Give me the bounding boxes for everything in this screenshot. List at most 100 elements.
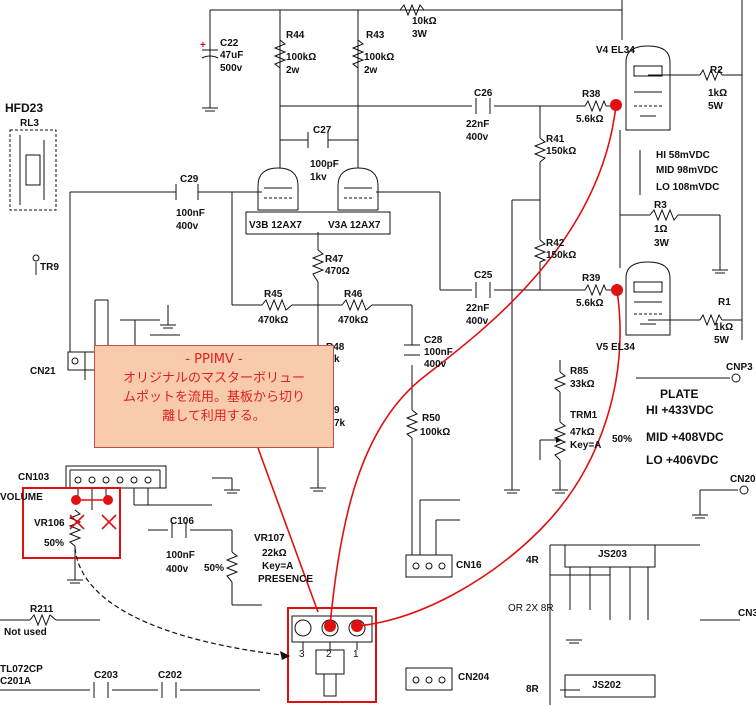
- r47-name: R47: [325, 254, 344, 265]
- svg-text:+: +: [200, 40, 206, 51]
- bias-lo: LO 108mVDC: [656, 182, 719, 193]
- callout-line-2: ムポットを流用。基板から切り: [122, 390, 305, 405]
- tube-v3a-symbol: [337, 167, 379, 211]
- r211-value: Not used: [4, 627, 47, 638]
- trm1-percent: 50%: [612, 434, 632, 445]
- c106-name: C106: [170, 516, 194, 527]
- r38-value: 5.6kΩ: [576, 114, 603, 125]
- c22-value: 47uF: [220, 50, 243, 61]
- trm1-key: Key=A: [570, 440, 601, 451]
- vr107-key: Key=A: [262, 561, 293, 572]
- r1-watt: 5W: [714, 335, 730, 346]
- r44-watt: 2w: [286, 65, 300, 76]
- r49-value: 7k: [334, 418, 346, 429]
- c26-name: C26: [474, 88, 493, 99]
- c28-voltage: 400v: [424, 359, 447, 370]
- r39-name: R39: [582, 273, 601, 284]
- ppimv-callout: - PPIMV - オリジナルのマスターボリュー ムポットを流用。基板から切り …: [94, 345, 334, 448]
- c25-value: 22nF: [466, 303, 489, 314]
- v5-label: V5 EL34: [596, 342, 635, 353]
- cn3-label: CN3: [738, 608, 756, 619]
- plate-mid: MID +408VDC: [646, 430, 724, 444]
- bias-hi: HI 58mVDC: [656, 150, 710, 161]
- plate-hi: HI +433VDC: [646, 403, 714, 417]
- c22-voltage: 500v: [220, 63, 243, 74]
- c106-value: 100nF: [166, 550, 195, 561]
- c106-voltage: 400v: [166, 564, 189, 575]
- r3-watt: 3W: [654, 238, 670, 249]
- r2-name: R2: [710, 65, 723, 76]
- pot-pin3-label: 3: [299, 649, 305, 660]
- 4r-label: 4R: [526, 555, 540, 566]
- r1-name: R1: [718, 297, 731, 308]
- r45-value: 470kΩ: [258, 315, 288, 326]
- c29-name: C29: [180, 174, 199, 185]
- component-labels: HFD23 RL3 TR9 CN21 CN103 VOLUME VR106 50…: [0, 16, 756, 695]
- c27-name: C27: [313, 125, 332, 136]
- vr107-value: 22kΩ: [262, 548, 287, 559]
- r43-value: 100kΩ: [364, 52, 394, 63]
- rtop-watt: 3W: [412, 29, 428, 40]
- vr106-dot-2: [103, 495, 113, 505]
- js202-label: JS202: [592, 680, 621, 691]
- relay-hfd23-symbol: [9, 129, 57, 275]
- cn20-label: CN20: [730, 474, 756, 485]
- c202-label: C202: [158, 670, 182, 681]
- r41-value: 150kΩ: [546, 146, 576, 157]
- callout-line-1: オリジナルのマスターボリュー: [122, 371, 305, 386]
- volume-label: VOLUME: [0, 492, 43, 503]
- callout-title: - PPIMV -: [185, 352, 243, 367]
- c201a-label: C201A: [0, 676, 31, 687]
- vr107-name: VR107: [254, 533, 285, 544]
- or-2x8r-label: OR 2X 8R: [508, 603, 554, 614]
- r49-name: 9: [334, 405, 340, 416]
- tube-v3b-symbol: [257, 167, 299, 211]
- pot-pin1-label: 1: [353, 649, 359, 660]
- c203-label: C203: [94, 670, 118, 681]
- plate-title: PLATE: [660, 387, 698, 401]
- vr106-dot-1: [71, 495, 81, 505]
- wire-v5-to-pin1: [356, 289, 621, 627]
- resistor-symbols: [29, 3, 723, 627]
- r46-name: R46: [344, 289, 363, 300]
- r48-value: k: [334, 354, 340, 365]
- r39-value: 5.6kΩ: [576, 298, 603, 309]
- dashed-arrow: [74, 547, 291, 657]
- r50-value: 100kΩ: [420, 427, 450, 438]
- trm1-value: 47kΩ: [570, 427, 595, 438]
- red-annotations: [22, 99, 623, 703]
- c26-voltage: 400v: [466, 132, 489, 143]
- r2-value: 1kΩ: [708, 88, 727, 99]
- pot-footprint: [291, 615, 373, 697]
- c25-name: C25: [474, 270, 493, 281]
- cn21-label: CN21: [30, 366, 56, 377]
- r44-value: 100kΩ: [286, 52, 316, 63]
- v3b-label: V3B 12AX7: [249, 220, 302, 231]
- relay-name: HFD23: [5, 101, 43, 115]
- vr107-function: PRESENCE: [258, 574, 313, 585]
- cn103-label: CN103: [18, 472, 50, 483]
- c25-voltage: 400v: [466, 316, 489, 327]
- vr106-highlight-box: [22, 487, 121, 559]
- c29-voltage: 400v: [176, 221, 199, 232]
- r85-value: 33kΩ: [570, 379, 595, 390]
- r1-value: 1kΩ: [714, 322, 733, 333]
- v4-label: V4 EL34: [596, 45, 635, 56]
- cnp3-label: CNP3: [726, 362, 753, 373]
- wire-v4-to-pin2: [329, 104, 617, 627]
- pot-pin2-label: 2: [326, 649, 332, 660]
- jack-symbols: [564, 544, 656, 698]
- rtop-value: 10kΩ: [412, 16, 437, 27]
- r38-name: R38: [582, 89, 601, 100]
- tube-v4-symbol: [625, 45, 671, 131]
- cn16-label: CN16: [456, 560, 482, 571]
- relay-ref: RL3: [20, 118, 39, 129]
- capacitor-symbols: +: [93, 40, 491, 698]
- r85-name: R85: [570, 366, 589, 377]
- r46-value: 470kΩ: [338, 315, 368, 326]
- cn204-label: CN204: [458, 672, 490, 683]
- r42-name: R42: [546, 238, 565, 249]
